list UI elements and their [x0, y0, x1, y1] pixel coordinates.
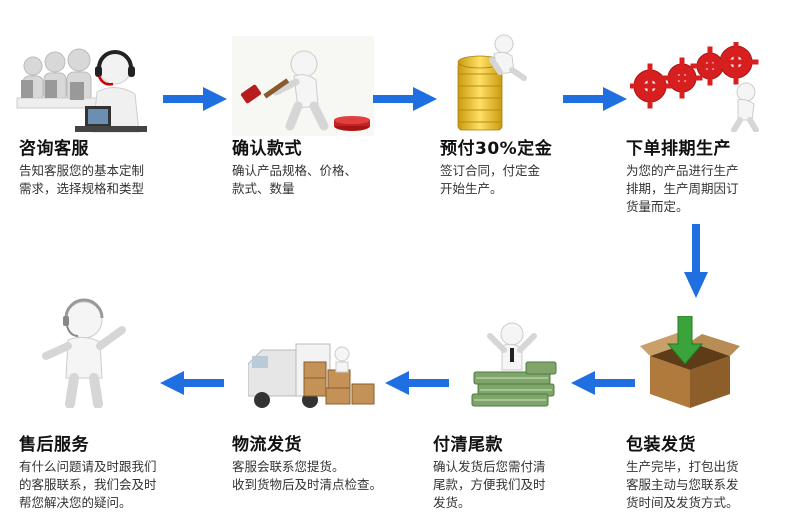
arrow-down-icon — [684, 224, 708, 298]
step-description: 为您的产品进行生产排期，生产周期因订货量而定。 — [626, 163, 739, 214]
step-title: 咨询客服 — [19, 139, 89, 159]
step-title: 预付30%定金 — [440, 139, 553, 159]
step-title: 售后服务 — [19, 435, 89, 455]
step-description: 生产完毕，打包出货客服主动与您联系发货时间及发货方式。 — [626, 459, 739, 510]
step-title: 确认款式 — [232, 139, 302, 159]
gold-coins-icon — [457, 34, 527, 131]
step-description: 客服会联系您提货。收到货物后及时清点检查。 — [232, 459, 383, 492]
step-title: 付清尾款 — [433, 435, 503, 455]
money-stack-icon — [471, 322, 557, 407]
gavel-auction-icon — [232, 36, 374, 136]
step-title: 物流发货 — [232, 435, 302, 455]
arrow-right-icon — [373, 87, 437, 111]
red-gears-icon — [630, 42, 759, 132]
arrow-left-icon — [385, 371, 449, 395]
arrow-right-icon — [163, 87, 227, 111]
step-description: 告知客服您的基本定制需求，选择规格和类型 — [19, 163, 145, 196]
step-description: 确认产品规格、价格、款式、数量 — [232, 163, 358, 196]
customer-service-agents-icon — [16, 48, 147, 133]
step-description: 确认发货后您需付清尾款，方便我们及时发货。 — [433, 459, 546, 510]
step-description: 签订合同，付定金开始生产。 — [440, 163, 541, 196]
arrow-right-icon — [563, 87, 627, 111]
delivery-truck-icon — [248, 343, 375, 408]
step-description: 有什么问题请及时跟我们的客服联系，我们会及时帮您解决您的疑问。 — [19, 459, 157, 510]
step-title: 包装发货 — [626, 435, 696, 455]
headset-person-icon — [42, 298, 126, 408]
arrow-left-icon — [160, 371, 224, 395]
step-title: 下单排期生产 — [626, 139, 731, 159]
package-box-icon — [640, 316, 740, 408]
arrow-left-icon — [571, 371, 635, 395]
